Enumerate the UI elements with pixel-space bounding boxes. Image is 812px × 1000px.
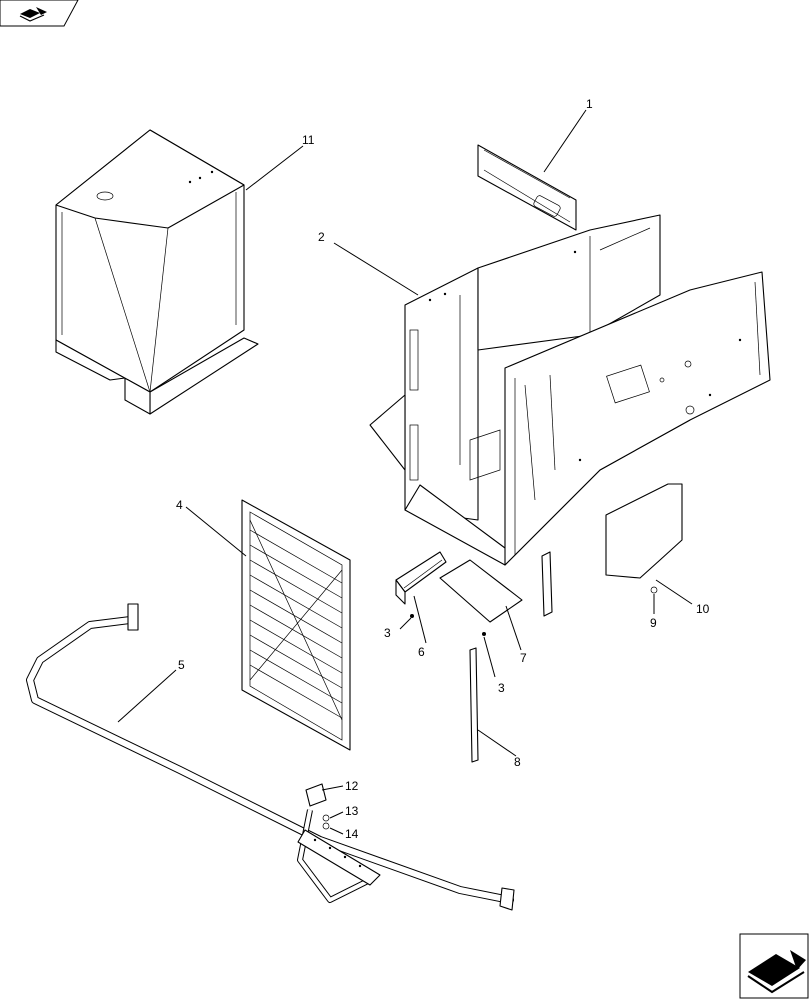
callout-3a: 3: [384, 626, 391, 640]
callout-2: 2: [318, 230, 325, 244]
callout-5: 5: [178, 658, 185, 672]
part-side-bracket: [541, 551, 553, 617]
fasteners: [322, 586, 658, 830]
leader-lines: [117, 109, 693, 835]
callout-11: 11: [302, 133, 315, 147]
part-4-grille: [241, 499, 351, 751]
previous-page-button[interactable]: [0, 0, 79, 27]
book-arrow-back-icon: [19, 7, 47, 22]
callout-labels: 1 2 11 4 5 3 6 7 3 8 9 10 12 13 14: [176, 97, 710, 841]
part-1-top-panel: [477, 144, 577, 231]
part-6-bracket: [395, 551, 447, 605]
part-11-cover: [55, 129, 259, 415]
callout-4: 4: [176, 498, 183, 512]
callout-9: 9: [650, 616, 657, 630]
part-8-strip: [469, 647, 479, 763]
part-5-rail: [26, 603, 515, 911]
part-2-frame: [369, 214, 771, 566]
callout-8: 8: [514, 755, 521, 769]
next-page-button[interactable]: [739, 933, 809, 999]
part-10-cover-plate: [605, 483, 683, 579]
callout-13: 13: [345, 804, 359, 818]
callout-14: 14: [345, 827, 359, 841]
book-arrow-forward-icon: [747, 950, 806, 994]
part-7-plate: [439, 559, 523, 623]
callout-1: 1: [586, 97, 593, 111]
callout-3b: 3: [498, 681, 505, 695]
callout-7: 7: [520, 651, 527, 665]
callout-6: 6: [418, 645, 425, 659]
callout-10: 10: [696, 602, 710, 616]
callout-12: 12: [345, 779, 359, 793]
